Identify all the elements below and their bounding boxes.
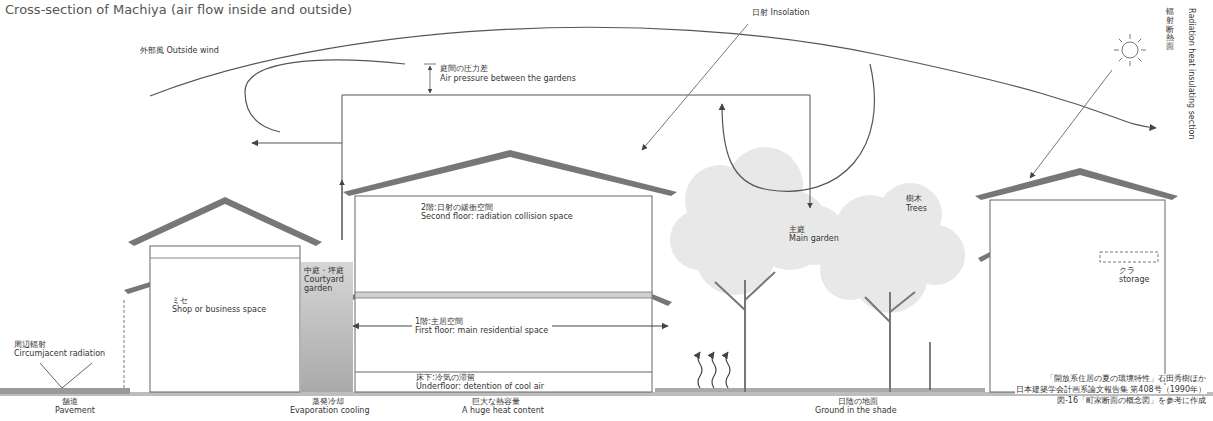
space-label: Second floor: radiation collision space <box>421 212 573 221</box>
space-label: Underfloor: detention of cool air <box>416 382 544 391</box>
space-region: ミセShop or business space <box>150 246 300 392</box>
tree-foliage <box>820 240 880 300</box>
storage-wall <box>990 200 1165 392</box>
sun-rays <box>1114 34 1146 66</box>
space-label: 中庭・坪庭 <box>304 266 344 275</box>
pavement-band <box>0 388 130 394</box>
space-region: 床下:冷気の滞留Underfloor: detention of cool ai… <box>356 373 652 394</box>
dimension-tick <box>424 64 436 65</box>
heat-wave-arrow <box>712 352 716 388</box>
space-region: クラstorage <box>991 200 1165 350</box>
air-flow-arrow <box>252 142 342 143</box>
space-label: Courtyard garden <box>304 275 350 293</box>
insolation-label: 日射 Insolation <box>752 8 809 17</box>
space-region: 主庭Main garden <box>668 215 960 365</box>
dashed-line <box>124 300 125 388</box>
ground-label: Ground in the shade <box>815 406 897 415</box>
radiation-label: Circumjacent radiation <box>14 349 105 358</box>
sun <box>1122 42 1138 58</box>
eave <box>978 252 990 262</box>
ground-label: 蒸発冷却 <box>312 397 344 406</box>
eddy-curve <box>245 60 405 132</box>
pressure-label: 庭間の圧力差 <box>440 64 488 73</box>
tree-foliage <box>670 210 730 270</box>
roof <box>128 197 322 246</box>
space-region: 中庭・坪庭Courtyard garden <box>301 262 353 392</box>
space-label: ミセ <box>172 296 188 305</box>
updraft-arrow <box>342 180 343 240</box>
radiation-arrow <box>1030 70 1112 178</box>
airflow-arrow <box>353 325 412 326</box>
airflow-arrow <box>552 325 668 326</box>
space-label: クラ <box>1119 266 1135 275</box>
tree-label: Trees <box>905 204 928 213</box>
eave <box>652 294 672 306</box>
pressure-label: Air pressure between the gardens <box>440 74 576 83</box>
space-label: Main garden <box>788 234 840 243</box>
ground-label: A huge heat content <box>462 406 544 415</box>
diagram-title: Cross-section of Machiya (air flow insid… <box>5 2 352 18</box>
shop-wall <box>150 246 300 392</box>
ground-label: 日陰の地面 <box>838 397 878 406</box>
floor-slab <box>355 292 652 298</box>
insolation-arrow <box>642 24 748 150</box>
heat-wave-arrow <box>726 352 730 388</box>
ceiling-line <box>150 258 300 259</box>
roof <box>975 168 1178 200</box>
wind-label: 外部風 Outside wind <box>140 46 219 55</box>
source-citation: 「開放系住居の夏の環境特性」石田秀樹ほか <box>1045 374 1207 383</box>
ground-label: 巨大な熱容量 <box>472 397 520 406</box>
space-label: 主庭 <box>788 225 806 234</box>
outside-wind-arrow <box>150 27 1156 128</box>
dashed-box <box>1100 252 1158 262</box>
radiation-label: 周辺輻射 <box>14 340 46 349</box>
section-label: Radiation heat insulating section <box>1187 8 1196 139</box>
source-citation: 図-16「町家断面の概念図」を参考に作成 <box>1056 396 1207 405</box>
space-region: 1階:主居空間First floor: main residential spa… <box>412 314 552 338</box>
garden-eddy-arrow <box>722 64 874 191</box>
fence-post <box>929 342 931 390</box>
radiation-lines <box>40 363 92 388</box>
pressure-bracket <box>342 95 810 240</box>
ground-label: 舗道 <box>62 397 78 406</box>
ground-label: Evaporation cooling <box>290 406 370 415</box>
space-region: 2階:日射の緩衝空間Second floor: radiation collis… <box>418 200 576 224</box>
tree-label: 樹木 <box>905 194 923 203</box>
section-label: 輻射断熱面 <box>1166 8 1174 52</box>
house-wall <box>355 196 652 392</box>
tree-trunk <box>865 292 915 392</box>
space-label: Shop or business space <box>172 305 266 314</box>
eave <box>124 282 150 294</box>
dimension-arrow <box>430 66 431 93</box>
source-citation: 日本建築学会計画系論文報告集 第408号（1990年） <box>1015 385 1207 394</box>
heat-wave-arrow <box>698 352 702 388</box>
space-label: First floor: main residential space <box>415 326 548 335</box>
ground-label: Pavement <box>55 406 95 415</box>
shade-ground <box>655 388 985 392</box>
floor-line <box>355 371 652 372</box>
space-label: 1階:主居空間 <box>415 317 463 326</box>
space-label: storage <box>1119 275 1149 284</box>
space-label: 床下:冷気の滞留 <box>416 373 475 382</box>
tree-trunk <box>715 272 775 392</box>
space-label: 2階:日射の緩衝空間 <box>421 203 493 212</box>
roof <box>343 150 677 196</box>
